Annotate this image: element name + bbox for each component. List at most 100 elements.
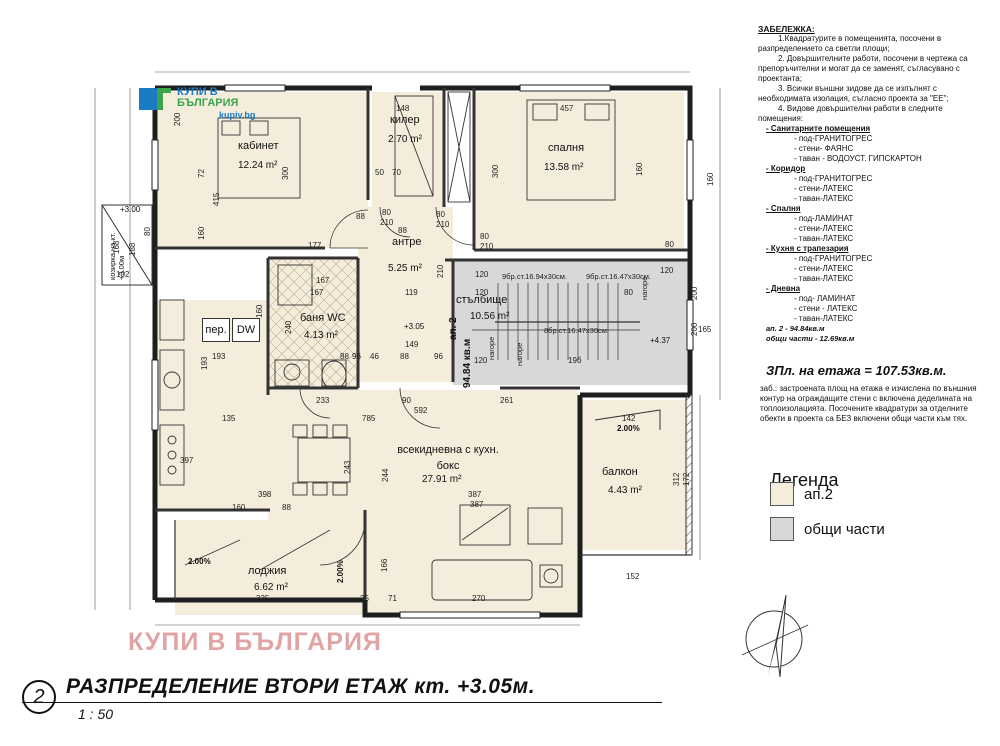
floor-total: ЗПл. на етажа = 107.53кв.м. — [766, 363, 947, 378]
dim-label: 457 — [560, 104, 574, 113]
notes-item: 2. Довършителните работи, посочени в чер… — [758, 54, 968, 83]
dim-label: 120 — [475, 288, 489, 297]
side-canopy — [101, 204, 153, 286]
dim-label: 193 — [212, 352, 226, 361]
notes-line: - стени-ЛАТЕКС — [794, 264, 853, 273]
logo-line1: КУПИ В — [177, 86, 218, 98]
notes-line: - под-ЛАМИНАТ — [794, 214, 854, 223]
room-name-bedroom: спалня — [548, 142, 585, 154]
dim-label: 142 — [622, 414, 636, 423]
stair-label: нагоре — [515, 342, 524, 366]
dim-label: 19б — [568, 356, 582, 365]
inner-walls — [155, 88, 688, 600]
north-arrow-icon — [741, 594, 809, 678]
logo-line2: БЪЛГАРИЯ — [177, 97, 239, 109]
notes-section-title: - Коридор — [766, 164, 806, 173]
notes-line: - таван-ЛАТЕКС — [794, 314, 854, 323]
room-area-bedroom: 13.58 m² — [544, 162, 584, 173]
dim-label: 70 — [392, 168, 401, 177]
dishwasher-box: DW — [232, 318, 260, 342]
dim-label: 398 — [258, 490, 272, 499]
watermark-text: КУПИ В БЪЛГАРИЯ — [128, 628, 382, 656]
stair-label: 8бр.ст.16.47x30см. — [544, 326, 610, 335]
room-area-balcony: 4.43 m² — [608, 485, 642, 496]
stair-label: нагоре — [487, 336, 496, 360]
dim-label: 160 — [197, 226, 206, 240]
dim-label: 312 — [672, 472, 681, 486]
level-mark: +3.00 — [120, 205, 141, 214]
room-name-hall: антре — [392, 236, 422, 248]
dim-label: 90 — [402, 396, 411, 405]
notes-line: - под-ГРАНИТОГРЕС — [794, 134, 873, 143]
legend-label: общи части — [804, 520, 885, 538]
room-area-staircase: 10.56 m² — [470, 311, 510, 322]
slope-mark: 2.00% — [336, 560, 345, 583]
dim-label: 120 — [474, 356, 488, 365]
dim-label: 50 — [375, 168, 384, 177]
notes-section-title: - Дневна — [766, 284, 801, 293]
room-name-living: всекидневна с кухн. бокс — [397, 444, 499, 472]
room-area-closet: 2.70 m² — [388, 134, 422, 145]
furniture — [159, 91, 616, 601]
slope-mark: 2.00% — [617, 424, 640, 433]
dim-label: 120 — [475, 270, 489, 279]
dim-label: 300 — [491, 164, 500, 178]
dim-label: 80 — [143, 227, 152, 236]
dim-label: 210 — [380, 218, 394, 227]
notes-block: ЗАБЕЛЕЖКА: 1.Квадратурите в помещенията,… — [758, 24, 990, 344]
dim-label: 165 — [698, 325, 712, 334]
drawing-number: 2 — [22, 680, 56, 714]
notes-section-title: - Спалня — [766, 204, 801, 213]
fill-hall — [358, 207, 453, 382]
notes-line: - стени - ЛАТЕКС — [794, 304, 858, 313]
dim-label: 167 — [316, 276, 330, 285]
dim-label: 168 — [112, 240, 121, 254]
room-area-hall: 5.25 m² — [388, 263, 422, 274]
notes-line: - таван - ВОДОУСТ. ГИПСКАРТОН — [794, 154, 922, 163]
dim-label: 72 — [197, 169, 206, 178]
dim-label: 25 — [360, 594, 369, 603]
dim-label: 188 — [128, 242, 137, 256]
legend-swatch — [770, 517, 794, 541]
dim-label: 80 — [480, 232, 489, 241]
dim-label: 88 — [340, 352, 349, 361]
dim-label: 240 — [284, 320, 293, 334]
windows — [151, 84, 694, 619]
room-name-loggia: лоджия — [248, 565, 287, 577]
notes-line: - под-ГРАНИТОГРЕС — [794, 254, 873, 263]
dim-label: 160 — [706, 172, 715, 186]
room-area-cabinet: 12.24 m² — [238, 160, 278, 171]
room-name-bath: баня WC — [300, 312, 346, 324]
room-area-loggia: 6.62 m² — [254, 582, 288, 593]
dim-label: 148 — [396, 104, 410, 113]
notes-total: ап. 2 - 94.84кв.м — [766, 324, 825, 333]
legend-item-apartment: ап.2 — [770, 482, 833, 506]
dim-label: 80 — [665, 240, 674, 249]
notes-line: - под- ЛАМИНАТ — [794, 294, 856, 303]
drawing-scale: 1 : 50 — [78, 706, 114, 722]
room-fills — [100, 92, 688, 615]
dim-label: 160 — [255, 304, 264, 318]
dim-label: 160 — [635, 162, 644, 176]
floor-note: заб.: застроената площ на етажа е изчисл… — [760, 384, 977, 423]
dim-label: 120 — [660, 266, 674, 275]
dim-label: 71 — [388, 594, 397, 603]
dim-label: 210 — [436, 264, 445, 278]
doors — [299, 206, 475, 566]
fill-closet — [372, 92, 444, 207]
unit-label: ап. 2 — [448, 317, 459, 340]
dimension-lines — [94, 71, 721, 626]
washer-box: пер. — [202, 318, 230, 342]
legend-item-common: общи части — [770, 517, 885, 541]
dim-label: 167 — [310, 288, 324, 297]
balcony-edge — [174, 394, 693, 600]
legend-swatch — [770, 482, 794, 506]
dim-label: 88 — [400, 352, 409, 361]
dim-label: 200 — [173, 112, 182, 126]
dim-label: 200 — [690, 286, 699, 300]
dim-label: 210 — [436, 220, 450, 229]
room-name-cabinet: кабинет — [238, 140, 279, 152]
dim-label: 177 — [308, 241, 322, 250]
stair-label: 9бр.ст.16.47x30см. — [586, 272, 652, 281]
